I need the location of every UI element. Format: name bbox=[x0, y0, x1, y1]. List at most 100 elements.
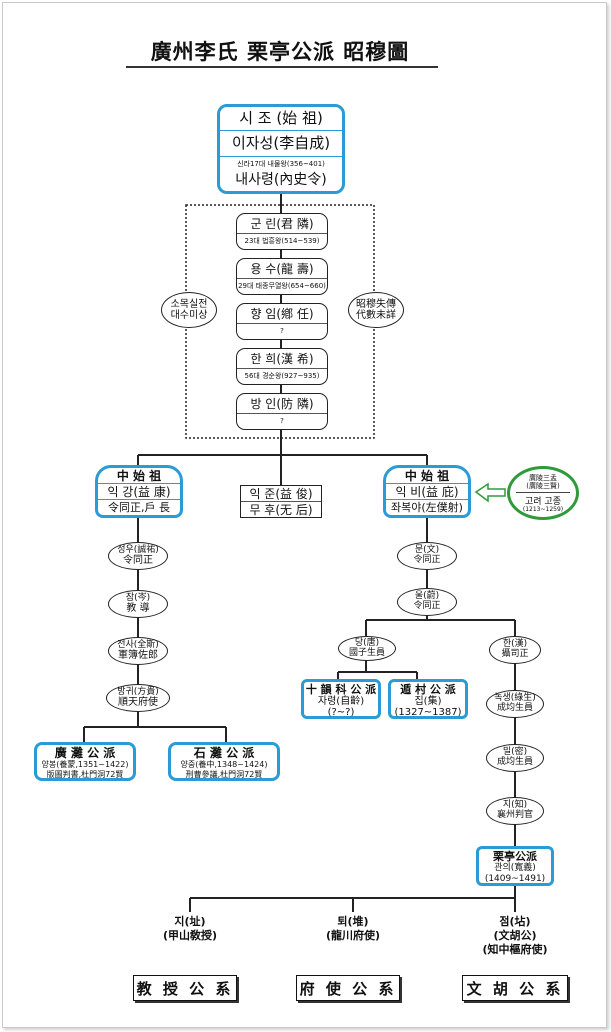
sijo-office: 내사령(內史令) bbox=[235, 172, 327, 188]
ell-line2: 教 導 bbox=[126, 603, 150, 615]
chain-box-bangin: 방 인(防 隣) ? bbox=[236, 393, 328, 430]
chain-box-hanhui: 한 희(漢 希) 56대 경순왕(927~935) bbox=[236, 348, 328, 385]
ell-line2: 國子生員 bbox=[348, 647, 385, 658]
ell-line1: 잠(岑) bbox=[125, 592, 151, 603]
gwangneung-note: 廣陵三孟 (廣陵三賢) 고려 고종 (1213~1259) bbox=[507, 466, 579, 520]
sijo-box: 시 조 (始 祖) 이자성(李自成) 신라17대 내물왕(356~401) 내사… bbox=[217, 104, 345, 194]
green-divider bbox=[516, 492, 570, 493]
group-line2: 양봉(養蒙,1351~1422) bbox=[41, 760, 129, 769]
branch-office: 令同正,戶 長 bbox=[108, 501, 170, 514]
ell-ji: 지(知) 襄州判官 bbox=[486, 797, 544, 825]
branch-name: 익 강(益 康) bbox=[98, 484, 180, 500]
ell-line2: 軍簿佐郎 bbox=[118, 650, 158, 662]
lost-right-line2: 代數未詳 bbox=[356, 310, 396, 321]
ell-banggwi: 방귀(方貴) 順天府使 bbox=[106, 684, 170, 712]
lineage-munho: 文 胡 公 系 bbox=[462, 975, 568, 1001]
son-line1: 점(坫) bbox=[499, 915, 531, 928]
green-mid: 고려 고종 bbox=[525, 497, 561, 507]
ell-line1: 문(文) bbox=[414, 545, 440, 556]
ell-mil: 밀(密) 成均生員 bbox=[486, 744, 544, 772]
ell-line2: 令同正 bbox=[413, 555, 441, 565]
ell-line1: 밀(密) bbox=[502, 747, 528, 758]
group-line3: (1409~1491) bbox=[484, 874, 546, 884]
page-title: 廣州李氏 栗亭公派 昭穆圖 bbox=[150, 39, 410, 64]
group-name: 石 灘 公 派 bbox=[193, 745, 255, 760]
chain-box-yongsu: 용 수(龍 壽) 29대 태종무열왕(654~660) bbox=[236, 258, 328, 295]
son-line2: (文胡公) bbox=[493, 928, 537, 942]
green-top2: (廣陵三賢) bbox=[526, 482, 560, 491]
green-top1: 廣陵三孟 bbox=[529, 474, 557, 482]
chain-name: 군 린(君 隣) bbox=[237, 214, 327, 234]
chain-name: 방 인(防 隣) bbox=[237, 394, 327, 414]
ell-line1: 방귀(方貴) bbox=[117, 686, 159, 697]
ell-noksaeng: 녹생(綠生) 成均生員 bbox=[486, 690, 544, 718]
son-line1: 퇴(堆) bbox=[337, 915, 369, 928]
group-line2: 집(集) bbox=[414, 695, 442, 707]
green-top: 廣陵三孟 (廣陵三賢) bbox=[510, 474, 576, 490]
ell-line2: 成均生員 bbox=[496, 703, 533, 713]
branch-head: 中 始 祖 bbox=[98, 468, 180, 484]
ell-mun: 문(文) 令同正 bbox=[397, 542, 457, 570]
ell-ul: 울(蔚) 令同正 bbox=[397, 588, 457, 616]
branch-name: 익 준(益 俊) bbox=[241, 486, 321, 502]
ell-line2: 令同正 bbox=[123, 555, 153, 567]
son-line3: (知中樞府使) bbox=[482, 942, 548, 956]
son-toe: 퇴(堆) (龍川府使) bbox=[313, 915, 393, 943]
sijo-head: 시 조 (始 祖) bbox=[220, 107, 342, 131]
group-line3: (1327~1387) bbox=[394, 706, 462, 718]
ell-line2: 順天府使 bbox=[118, 697, 158, 709]
group-line3: (?~?) bbox=[327, 706, 355, 718]
right-branch-box: 中 始 祖 익 비(益 庇) 좌복야(左僕射) bbox=[383, 465, 471, 518]
ell-line2: 令同正 bbox=[413, 601, 441, 611]
ell-line1: 울(蔚) bbox=[414, 591, 440, 602]
chain-box-gunrin: 군 린(君 隣) 23대 법흥왕(514~539) bbox=[236, 213, 328, 250]
ell-seongu: 성우(誠祐) 令同正 bbox=[108, 542, 168, 570]
ell-line2: 成均生員 bbox=[496, 757, 533, 767]
group-seoktan: 石 灘 公 派 양중(養中,1348~1424) 刑曹參議,杜門洞72賢 bbox=[168, 742, 280, 781]
chain-box-hyangim: 향 임(鄕 任) ? bbox=[236, 303, 328, 340]
ell-line2: 攝司正 bbox=[501, 649, 529, 659]
title-underline bbox=[126, 66, 438, 68]
group-name: 栗亭公派 bbox=[493, 849, 537, 863]
group-dunchon: 遁 村 公 派 집(集) (1327~1387) bbox=[388, 679, 468, 719]
group-sibungwa: 十 韻 科 公 派 자령(自齡) (?~?) bbox=[301, 679, 381, 719]
chain-name: 향 임(鄕 任) bbox=[237, 304, 327, 324]
branch-office: 좌복야(左僕射) bbox=[391, 501, 463, 514]
ell-jeonsa: 전사(全斯) 軍簿佐郎 bbox=[108, 637, 168, 665]
chain-name: 한 희(漢 希) bbox=[237, 349, 327, 369]
group-line2: 관의(寬義) bbox=[494, 863, 536, 873]
chain-note: ? bbox=[280, 327, 284, 335]
group-line3: 版圖判書,杜門洞72賢 bbox=[46, 770, 124, 779]
ell-line1: 지(知) bbox=[502, 800, 528, 811]
chain-note: ? bbox=[280, 417, 284, 425]
ell-line1: 당(唐) bbox=[354, 637, 380, 648]
group-gwangtan: 廣 灘 公 派 양봉(養蒙,1351~1422) 版圖判書,杜門洞72賢 bbox=[34, 742, 136, 781]
lost-left-line1: 소목실전 bbox=[170, 299, 208, 310]
son-ji: 지(址) (甲山敎授) bbox=[150, 915, 230, 943]
ell-han: 한(漢) 攝司正 bbox=[489, 636, 541, 664]
sijo-note: 신라17대 내물왕(356~401) bbox=[237, 159, 325, 168]
green-bot: (1213~1259) bbox=[522, 506, 564, 513]
branch-head: 中 始 祖 bbox=[386, 468, 468, 484]
chain-note: 56대 경순왕(927~935) bbox=[244, 372, 320, 380]
lineage-busa: 府 使 公 系 bbox=[296, 975, 400, 1001]
group-name: 十 韻 科 公 派 bbox=[305, 682, 377, 696]
ell-jam: 잠(岑) 教 導 bbox=[108, 590, 168, 618]
group-line2: 양중(養中,1348~1424) bbox=[180, 760, 268, 769]
chain-note: 23대 법흥왕(514~539) bbox=[244, 237, 320, 245]
ell-line1: 전사(全斯) bbox=[117, 639, 159, 650]
group-yulijeong: 栗亭公派 관의(寬義) (1409~1491) bbox=[476, 846, 554, 886]
lost-generations-note-hanja: 昭穆失傳 代數未詳 bbox=[348, 292, 404, 328]
ell-dang: 당(唐) 國子生員 bbox=[338, 636, 396, 661]
ell-line1: 한(漢) bbox=[502, 639, 528, 650]
ell-line2: 襄州判官 bbox=[496, 810, 533, 820]
lineage-gyosu: 教 授 公 系 bbox=[133, 975, 237, 1001]
branch-office: 무 후(无 后) bbox=[249, 502, 313, 517]
sijo-name: 이자성(李自成) bbox=[220, 131, 342, 157]
group-line3: 刑曹參議,杜門洞72賢 bbox=[185, 770, 263, 779]
lost-left-line2: 대수미상 bbox=[170, 310, 208, 321]
son-line2: (甲山敎授) bbox=[162, 928, 218, 942]
lost-right-line1: 昭穆失傳 bbox=[356, 299, 396, 310]
